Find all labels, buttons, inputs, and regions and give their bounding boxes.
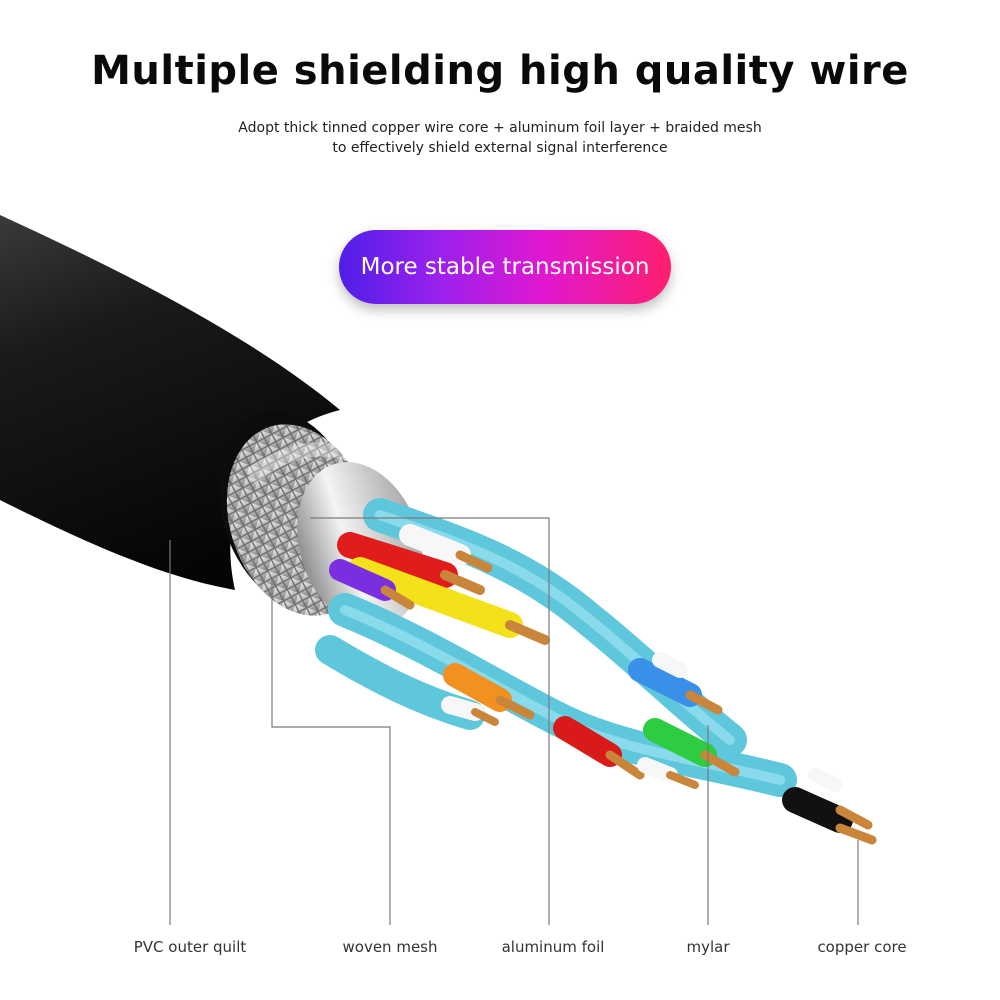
wire-cores — [329, 524, 877, 845]
subtitle-line-2: to effectively shield external signal in… — [332, 140, 668, 156]
label-mylar: mylar — [686, 938, 730, 956]
label-woven-mesh: woven mesh — [342, 938, 438, 956]
leader-lines — [169, 517, 859, 925]
stable-transmission-badge: More stable transmission — [339, 230, 671, 304]
white-core — [399, 524, 493, 573]
green-core — [637, 718, 740, 789]
page-title: Multiple shielding high quality wire — [91, 48, 909, 94]
label-pvc-outer-quilt: PVC outer quilt — [133, 938, 247, 956]
dark-red-core — [553, 716, 645, 780]
label-copper-core: copper core — [817, 938, 907, 956]
blue-core — [628, 652, 723, 715]
black-core — [782, 768, 877, 845]
purple-core — [329, 559, 415, 610]
subtitle-line-1: Adopt thick tinned copper wire core + al… — [238, 120, 762, 136]
leader-foil — [310, 517, 550, 925]
red-core — [337, 532, 485, 595]
label-aluminum-foil: aluminum foil — [501, 938, 605, 956]
orange-core — [441, 663, 535, 726]
leader-mesh — [271, 580, 391, 925]
page-subtitle: Adopt thick tinned copper wire core + al… — [0, 118, 1000, 158]
